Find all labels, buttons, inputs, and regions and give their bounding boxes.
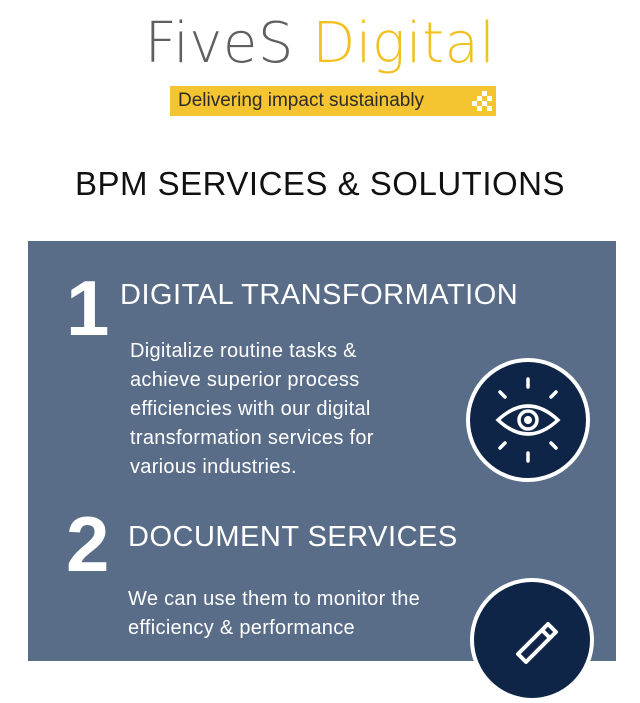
- service-1-number: 1: [66, 264, 110, 352]
- services-panel: 1 DIGITAL TRANSFORMATION Digitalize rout…: [28, 241, 616, 702]
- service-2-description: We can use them to monitor the efficienc…: [128, 588, 421, 639]
- tagline-text: Delivering impact sustainably: [178, 90, 425, 111]
- service-2-number: 2: [66, 500, 110, 588]
- brand-name-fives: FiveS: [144, 11, 294, 76]
- service-2-icon-badge: [470, 578, 594, 702]
- pencil-icon: [516, 622, 558, 664]
- brand-name-digital-text: Digital: [312, 11, 496, 76]
- page-title: BPM SERVICES & SOLUTIONS: [74, 165, 566, 202]
- eye-icon: [495, 377, 561, 463]
- service-2-title: DOCUMENT SERVICES: [128, 521, 458, 553]
- tagline-banner: Delivering impact sustainably: [170, 86, 496, 116]
- brand-logo: FiveS Digital: [0, 12, 640, 76]
- service-1-title: DIGITAL TRANSFORMATION: [120, 279, 519, 311]
- brand-name-digital: Digital: [294, 11, 496, 76]
- service-1-description: Digitalize routine tasks & achieve super…: [130, 340, 374, 478]
- checker-pattern-icon: [472, 91, 492, 111]
- service-1-icon-badge: [466, 358, 590, 482]
